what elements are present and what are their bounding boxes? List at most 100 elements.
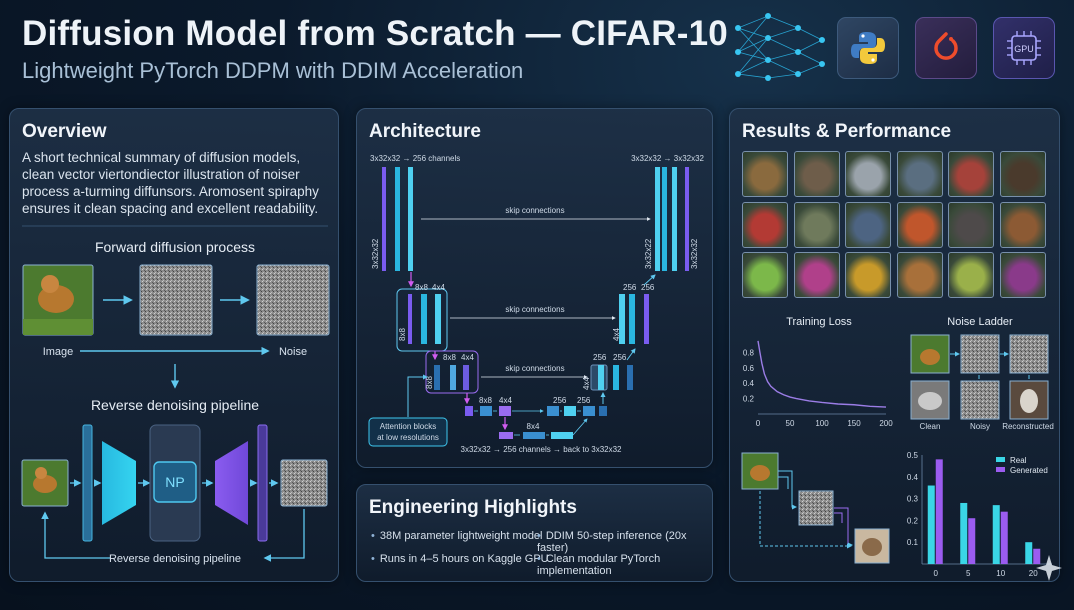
architecture-title: Architecture: [369, 121, 481, 142]
decoder-level-1: [655, 167, 689, 271]
sample-bird-green: [948, 252, 994, 298]
l2-4x4: 4x4: [432, 283, 445, 292]
ladder-label-reconstructed: Reconstructed: [1002, 422, 1054, 431]
bar-x-tick: 0: [934, 569, 939, 578]
attention-line-2: at low resolutions: [377, 433, 439, 442]
bottleneck-level-4: [465, 406, 607, 416]
loss-x-tick: 50: [786, 419, 795, 428]
loss-y-tick: 0.2: [743, 395, 755, 404]
l3-8x8: 8x8: [443, 353, 456, 362]
ladder-label-noisy: Noisy: [970, 422, 990, 431]
sample-car-blue: [845, 201, 891, 248]
sample-bird-purple: [999, 252, 1046, 298]
bottom-mid: 8x4: [527, 422, 540, 431]
python-logo-icon: [837, 17, 899, 79]
forward-title: Forward diffusion process: [95, 239, 255, 255]
skip-label-3: skip connections: [505, 364, 564, 373]
reverse-caption: Reverse denoising pipeline: [109, 553, 241, 565]
overview-title: Overview: [22, 121, 107, 142]
sample-truck: [896, 151, 943, 197]
overview-diagram: Forward diffusion process Image Noise Re…: [21, 225, 330, 565]
bar-real-10: [992, 505, 1000, 564]
l4-4x4: 4x4: [499, 396, 512, 405]
attention-callout: [368, 417, 448, 447]
sample-deer: [793, 151, 840, 197]
sample-car-orange: [896, 201, 943, 248]
results-title: Results & Performance: [742, 121, 952, 142]
np-label: NP: [165, 474, 184, 490]
forward-image-tile: [22, 264, 94, 336]
r3-side: 4x4: [582, 377, 591, 390]
noise-label: Noise: [279, 346, 307, 358]
bar-real-0: [927, 485, 935, 564]
pytorch-logo-icon: [915, 17, 977, 79]
sample-parrot: [742, 252, 788, 298]
highlight-item: DDIM 50-step inference (20x faster): [537, 530, 712, 554]
decoder-level-3: [590, 364, 633, 391]
loss-x-tick: 100: [815, 419, 829, 428]
l3-4x4: 4x4: [461, 353, 474, 362]
skip-label-1: skip connections: [505, 206, 564, 215]
sample-dog: [742, 151, 788, 197]
attention-line-1: Attention blocks: [380, 422, 436, 431]
forward-noise-tile: [256, 264, 330, 336]
bar-y-tick: 0.1: [907, 538, 919, 547]
highlight-item: Clean modular PyTorch implementation: [537, 553, 712, 577]
bar-y-tick: 0.5: [907, 451, 919, 460]
reverse-title: Reverse denoising pipeline: [91, 397, 259, 413]
encoder-level-1: [382, 167, 413, 271]
sample-cat: [948, 201, 994, 248]
sample-car-red: [948, 151, 994, 197]
loss-y-tick: 0.8: [743, 348, 755, 357]
page-subtitle: Lightweight PyTorch DDPM with DDIM Accel…: [22, 58, 524, 83]
l2-side: 8x8: [398, 328, 407, 341]
image-label: Image: [43, 346, 74, 358]
header: Diffusion Model from Scratch — CIFAR-10 …: [22, 14, 728, 84]
overview-text: A short technical summary of diffusion m…: [22, 150, 319, 216]
highlights-title: Engineering Highlights: [369, 497, 577, 518]
architecture-panel: Architecture 3x32x32 → 256 channels 3x32…: [356, 108, 713, 468]
encoder-level-2: [408, 294, 441, 344]
legend-swatch-generated: [996, 467, 1005, 472]
arch-left-vert: 3x32x32: [371, 238, 380, 269]
bar-real-5: [960, 502, 968, 564]
bar-generated-10: [1000, 511, 1008, 564]
l2-8x8: 8x8: [415, 283, 428, 292]
highlight-item: Runs in 4–5 hours on Kaggle GPU: [371, 553, 549, 565]
decoder-level-2: [619, 294, 649, 344]
neural-network-icon: [735, 13, 825, 81]
bar-y-tick: 0.2: [907, 516, 919, 525]
r3-b: 256: [613, 353, 627, 362]
results-panel: Results & Performance Training Loss 0.2 0…: [729, 108, 1060, 582]
loss-y-tick: 0.6: [743, 364, 755, 373]
sample-dog-dark: [999, 151, 1046, 197]
legend-label-generated: Generated: [1010, 466, 1048, 475]
legend-label-real: Real: [1010, 456, 1027, 465]
r4-b: 256: [577, 396, 591, 405]
sparkle-icon: [1036, 555, 1062, 581]
skip-label-2: skip connections: [505, 305, 564, 314]
bottleneck-bottom: [499, 432, 573, 439]
bar-generated-0: [935, 459, 943, 564]
encoder-level-3: [434, 365, 469, 390]
gpu-label: GPU: [1014, 44, 1034, 54]
loss-x-tick: 150: [847, 419, 861, 428]
sampling-cascade: [741, 452, 890, 564]
noise-ladder: Clean Noisy Reconstructed: [910, 334, 1054, 431]
bar-y-tick: 0.4: [907, 473, 919, 482]
sample-chicken: [896, 252, 943, 298]
sample-flowers: [793, 252, 840, 298]
ladder-label-clean: Clean: [920, 422, 941, 431]
bar-x-tick: 20: [1029, 569, 1038, 578]
reverse-output-tile: [280, 459, 328, 507]
training-loss-title: Training Loss: [786, 316, 852, 328]
bar-y-tick: 0.3: [907, 495, 919, 504]
highlight-item: 38M parameter lightweight model: [371, 530, 543, 542]
loss-x-tick: 200: [879, 419, 893, 428]
page-title: Diffusion Model from Scratch — CIFAR-10: [22, 14, 728, 53]
gpu-chip-icon: GPU: [993, 17, 1055, 79]
arch-right-vert: 3x32x22: [644, 238, 653, 269]
highlights-panel: Engineering Highlights 38M parameter lig…: [356, 484, 713, 582]
